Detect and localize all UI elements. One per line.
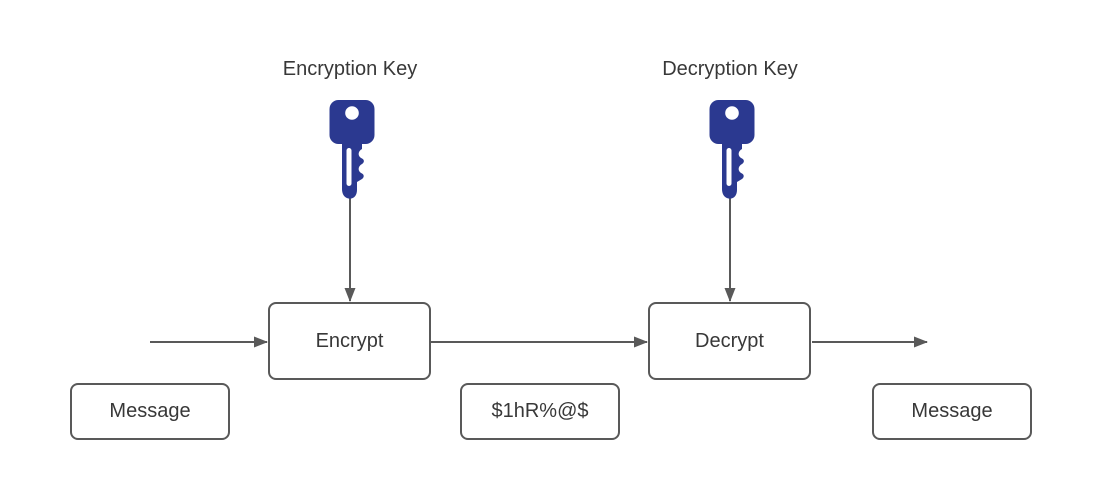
ciphertext-box: $1hR%@$ — [460, 383, 620, 440]
output-message-box: Message — [872, 383, 1032, 440]
encryption-key-label: Encryption Key — [282, 58, 418, 80]
key-icon — [329, 100, 375, 199]
input-message-box: Message — [70, 383, 230, 440]
encrypt-box: Encrypt — [268, 302, 431, 380]
key-icon — [709, 100, 755, 199]
decryption-key-label: Decryption Key — [662, 58, 798, 80]
decrypt-box: Decrypt — [648, 302, 811, 380]
